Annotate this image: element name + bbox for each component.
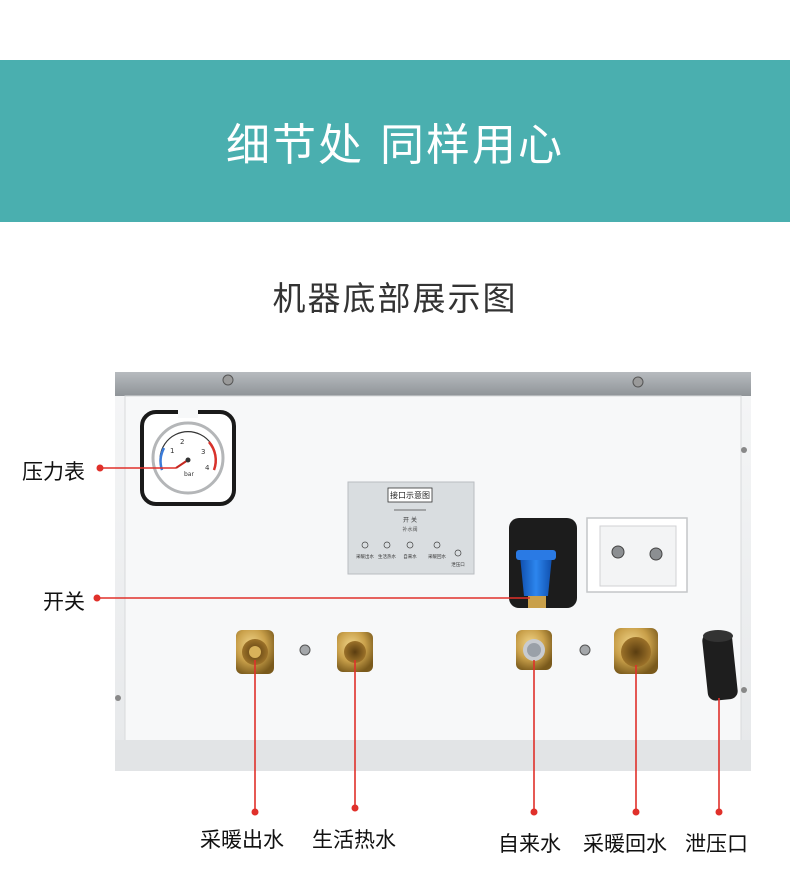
callout-dot: [715, 808, 723, 816]
gauge-tick-label: 4: [205, 464, 210, 472]
interface-plate-port-icon: [383, 541, 391, 549]
label-heating-return: 采暖回水: [583, 832, 667, 856]
screw-icon: [649, 547, 663, 561]
screw-icon: [579, 644, 591, 656]
domestic-hot-water-fitting: [337, 632, 373, 672]
gauge-pivot: [185, 457, 191, 463]
boiler-bottom-photo: 2 3 1 4 bar 接口示意图 开 关 补水阀 采暖出水 生活热水 自来水 …: [0, 360, 790, 882]
interface-plate-item: 自来水: [403, 553, 417, 560]
interface-plate-title-box: [387, 487, 433, 503]
fill-valve-stem: [528, 596, 546, 608]
label-switch: 开关: [43, 590, 85, 614]
callout-dot: [96, 464, 104, 472]
tap-water-fitting: [516, 630, 552, 670]
label-pressure-gauge: 压力表: [22, 460, 85, 484]
screw-icon: [299, 644, 311, 656]
gauge-opening-gap: [178, 408, 198, 418]
header-banner: 细节处 同样用心: [0, 60, 790, 222]
label-tap-water: 自来水: [498, 832, 561, 856]
interface-plate-item: 生活热水: [378, 553, 396, 560]
label-heating-out: 采暖出水: [200, 828, 284, 852]
interface-plate-valve-text: 补水阀: [402, 526, 417, 533]
boiler-illustration: 2 3 1 4 bar 接口示意图 开 关 补水阀 采暖出水 生活热水 自来水 …: [93, 372, 751, 816]
screw-icon: [115, 695, 121, 701]
gauge-unit: bar: [184, 471, 194, 478]
top-metal-strip: [115, 372, 751, 396]
callout-dot: [530, 808, 538, 816]
fill-valve-handle-top: [516, 550, 556, 560]
callout-dot: [93, 594, 101, 602]
callout-dot: [351, 804, 359, 812]
screw-icon: [741, 447, 747, 453]
gauge-tick-label: 1: [170, 447, 174, 455]
interface-plate-item: 泄压口: [451, 561, 465, 568]
interface-plate-port-icon: [454, 549, 462, 557]
gauge-tick-label: 3: [201, 448, 205, 456]
interface-plate-port-icon: [406, 541, 414, 549]
interface-plate-item: 采暖回水: [428, 553, 446, 560]
mount-bracket-inner: [599, 525, 677, 587]
pressure-relief-hose: [702, 630, 738, 701]
screw-icon: [632, 376, 644, 388]
interface-plate-switch-text: 开 关: [403, 516, 417, 524]
gauge-red-zone: [208, 441, 217, 471]
banner-title: 细节处 同样用心: [226, 120, 564, 171]
screw-icon: [222, 374, 234, 386]
interface-plate-port-icon: [361, 541, 369, 549]
heating-return-fitting: [614, 628, 658, 674]
callout-dot: [251, 808, 259, 816]
interface-plate-port-icon: [433, 541, 441, 549]
label-pressure-relief: 泄压口: [685, 832, 748, 856]
fill-valve-handle: [520, 556, 552, 596]
callout-dot: [632, 808, 640, 816]
section-subtitle: 机器底部展示图: [272, 279, 518, 318]
interface-plate-item: 采暖出水: [356, 553, 374, 560]
screw-icon: [741, 687, 747, 693]
interface-plate-title: 接口示意图: [390, 490, 430, 500]
screw-icon: [611, 545, 625, 559]
callout-lines: [93, 464, 723, 816]
label-domestic-hot-water: 生活热水: [312, 828, 396, 852]
gauge-tick-label: 2: [180, 438, 184, 446]
panel-lip: [115, 740, 751, 771]
heating-outlet-fitting: [236, 630, 274, 674]
